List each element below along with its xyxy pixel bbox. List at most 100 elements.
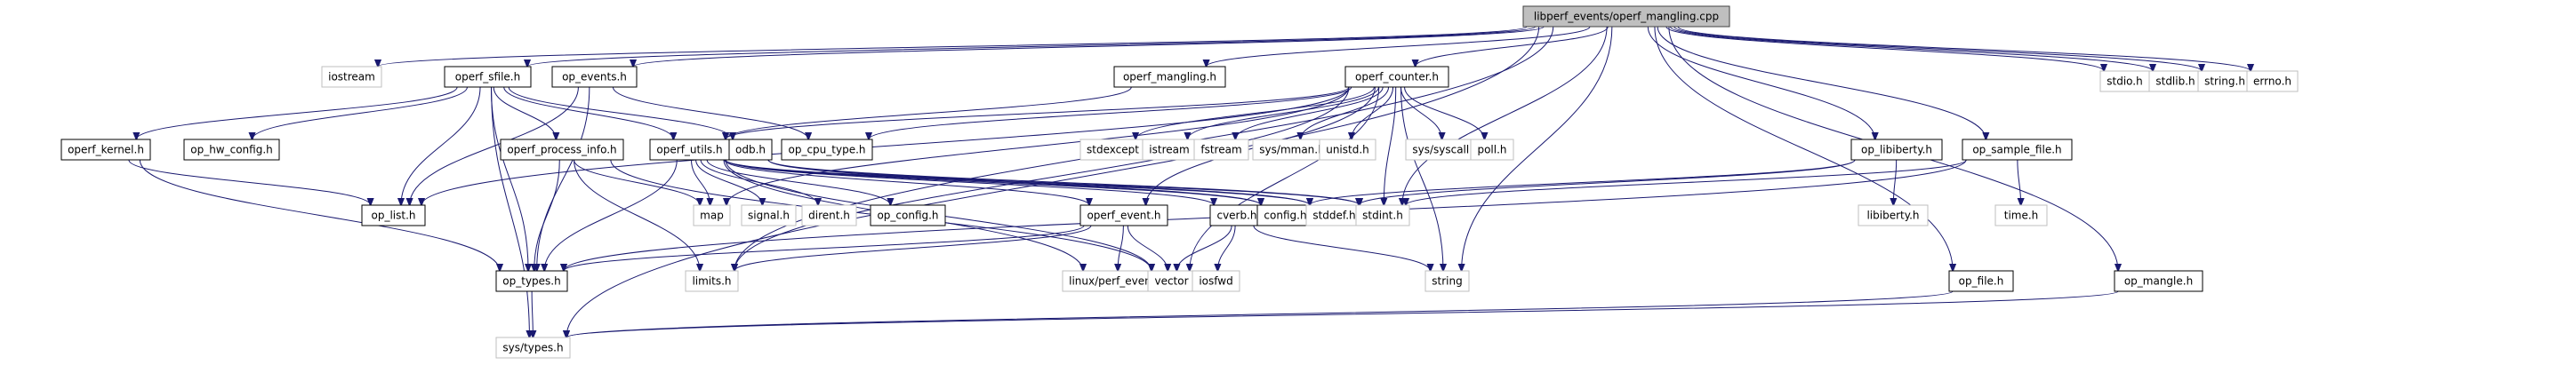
node-op-mangle[interactable]: op_mangle.h bbox=[2114, 270, 2203, 292]
edge-operf_counter-to-stdint bbox=[1384, 86, 1397, 205]
node-operf-event[interactable]: operf_event.h bbox=[1079, 204, 1168, 226]
edge-op_sample_file-to-time bbox=[2017, 159, 2021, 205]
edge-operf_counter-to-limits bbox=[734, 86, 1350, 271]
edge-operf_counter-to-sys_syscall bbox=[1400, 86, 1441, 139]
node-box bbox=[1850, 139, 1943, 161]
node-box bbox=[1948, 270, 2014, 292]
edge-operf_counter-to-stdexcept bbox=[1136, 86, 1375, 139]
node-root: libperf_events/operf_mangling.cpp bbox=[1522, 5, 1730, 28]
edge-operf_sfile-to-op_list bbox=[401, 86, 481, 205]
node-operf-utils[interactable]: operf_utils.h bbox=[649, 139, 730, 161]
node-op-sample-file[interactable]: op_sample_file.h bbox=[1962, 139, 2073, 161]
node-box bbox=[1858, 204, 1929, 226]
node-box bbox=[693, 204, 731, 226]
node-label: operf_sfile.h bbox=[455, 71, 520, 83]
edge-root-to-stdint bbox=[1402, 26, 1608, 205]
node-op-types[interactable]: op_types.h bbox=[495, 270, 568, 292]
node-box bbox=[321, 66, 382, 88]
node-label: operf_kernel.h bbox=[68, 144, 144, 156]
node-box bbox=[1994, 204, 2048, 226]
node-box bbox=[1193, 139, 1249, 161]
edge-operf_mangling-to-operf_utils bbox=[726, 86, 1132, 139]
node-label: libiberty.h bbox=[1866, 210, 1919, 222]
edge-operf_sfile-to-sys_types bbox=[491, 86, 530, 337]
node-op-config[interactable]: op_config.h bbox=[870, 204, 946, 226]
edge-operf_utils-to-map bbox=[691, 159, 710, 205]
node-box bbox=[1192, 270, 1240, 292]
node-box bbox=[1113, 66, 1226, 88]
edge-operf_utils-to-operf_event bbox=[724, 159, 1089, 205]
node-operf-process-info[interactable]: operf_process_info.h bbox=[500, 139, 624, 161]
edge-root-to-operf_counter bbox=[1416, 26, 1609, 67]
node-odb[interactable]: odb.h bbox=[728, 139, 773, 161]
edge-root-to-string bbox=[1462, 26, 1613, 271]
node-box bbox=[183, 139, 280, 161]
node-op-cpu-type[interactable]: op_cpu_type.h bbox=[781, 139, 873, 161]
node-label: op_cpu_type.h bbox=[788, 144, 865, 156]
edge-operf_utils-to-op_config bbox=[706, 159, 890, 205]
node-op-list[interactable]: op_list.h bbox=[361, 204, 426, 226]
node-label: stdio.h bbox=[2107, 75, 2142, 88]
edge-odb-to-stdint bbox=[767, 159, 1360, 205]
node-label: iostream bbox=[328, 71, 375, 83]
node-label: op_hw_config.h bbox=[190, 144, 273, 156]
edge-op_mangle-to-sys_types bbox=[566, 290, 2119, 337]
node-label: unistd.h bbox=[1326, 144, 1369, 156]
edge-root-to-string_h bbox=[1673, 26, 2202, 71]
node-config[interactable]: config.h bbox=[1256, 204, 1314, 226]
edge-operf_sfile-to-operf_process_info bbox=[493, 86, 556, 139]
node-label: time.h bbox=[2004, 210, 2039, 222]
node-label: op_libiberty.h bbox=[1861, 144, 1932, 156]
node-box bbox=[60, 139, 151, 161]
node-op-file[interactable]: op_file.h bbox=[1948, 270, 2014, 292]
edge-operf_process_info-to-map bbox=[573, 159, 700, 205]
edge-operf_utils-to-op_types bbox=[544, 159, 678, 271]
node-operf-counter[interactable]: operf_counter.h bbox=[1344, 66, 1449, 88]
edge-op_libiberty-to-config bbox=[1310, 159, 1856, 205]
node-sys-syscall: sys/syscall.h bbox=[1405, 139, 1487, 161]
node-box bbox=[801, 204, 857, 226]
node-op-hw-config[interactable]: op_hw_config.h bbox=[183, 139, 280, 161]
node-label: limits.h bbox=[692, 275, 731, 288]
node-box bbox=[361, 204, 426, 226]
edge-operf_kernel-to-op_types bbox=[139, 159, 500, 271]
edge-root-to-op_sample_file bbox=[1657, 26, 1986, 139]
node-label: stdlib.h bbox=[2155, 75, 2195, 88]
node-box bbox=[1319, 139, 1376, 161]
node-dirent: dirent.h bbox=[801, 204, 857, 226]
edge-operf_utils-to-config bbox=[725, 159, 1261, 205]
edge-operf_utils-to-signal bbox=[695, 159, 763, 205]
node-map: map bbox=[693, 204, 731, 226]
node-vector: vector bbox=[1147, 270, 1196, 292]
node-operf-kernel[interactable]: operf_kernel.h bbox=[60, 139, 151, 161]
edge-root-to-op_events bbox=[633, 26, 1545, 67]
node-box bbox=[1962, 139, 2073, 161]
node-label: sys/types.h bbox=[502, 342, 563, 354]
edge-root-to-op_libiberty bbox=[1647, 26, 1874, 139]
node-label: signal.h bbox=[748, 210, 790, 222]
edge-operf_event-to-op_types bbox=[564, 225, 1085, 271]
nodes-layer: libperf_events/operf_mangling.cppiostrea… bbox=[60, 5, 2299, 359]
node-poll: poll.h bbox=[1470, 139, 1514, 161]
node-op-libiberty[interactable]: op_libiberty.h bbox=[1850, 139, 1943, 161]
node-box bbox=[685, 270, 739, 292]
node-operf-sfile[interactable]: operf_sfile.h bbox=[444, 66, 532, 88]
edge-op_sample_file-to-stdint bbox=[1406, 159, 1967, 205]
node-operf-mangling[interactable]: operf_mangling.h bbox=[1113, 66, 1226, 88]
edge-op_events-to-op_cpu_type bbox=[612, 86, 808, 139]
node-linux-perf-event: linux/perf_event.h bbox=[1062, 270, 1173, 292]
edge-op_libiberty-to-libiberty bbox=[1893, 159, 1896, 205]
edge-operf_counter-to-istream bbox=[1187, 86, 1380, 139]
node-cverb[interactable]: cverb.h bbox=[1209, 204, 1264, 226]
node-label: sys/syscall.h bbox=[1412, 144, 1479, 156]
edge-operf_process_info-to-op_types bbox=[534, 159, 560, 271]
node-op-events[interactable]: op_events.h bbox=[551, 66, 638, 88]
edge-operf_sfile-to-op_hw_config bbox=[253, 86, 468, 139]
node-label: linux/perf_event.h bbox=[1069, 275, 1166, 288]
edge-operf_event-to-linux_perf_event bbox=[1118, 225, 1124, 271]
edge-op_events-to-op_list bbox=[410, 86, 579, 205]
edge-operf_counter-to-sys_mman bbox=[1300, 86, 1390, 139]
edge-operf_kernel-to-op_list bbox=[128, 159, 371, 205]
node-box bbox=[741, 204, 797, 226]
